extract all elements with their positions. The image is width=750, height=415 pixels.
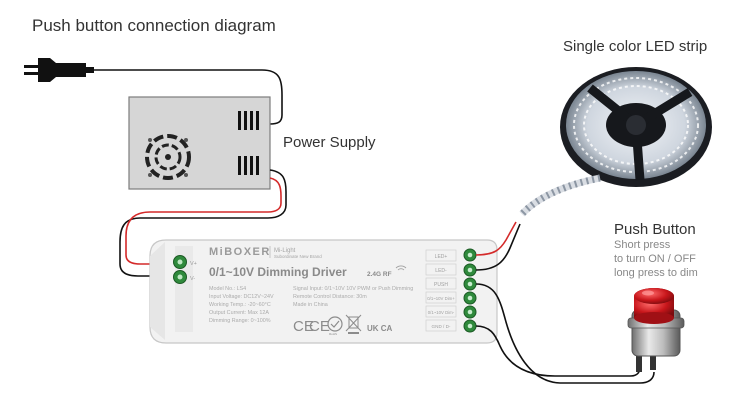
terminal-label-dim-minus: 0/1~10V Dim- (428, 310, 455, 315)
dc-wire-red-run (125, 211, 268, 265)
input-terminals: V+ V- (173, 255, 197, 284)
push-button-label: Push Button (614, 221, 696, 238)
led-strip-chips (519, 174, 601, 217)
push-button-note-3: long press to dim (614, 267, 698, 279)
input-label-v-plus: V+ (190, 261, 197, 267)
terminal-label-gnd: GND / D- (432, 324, 451, 329)
spec-line-1: Model No.: LS4 (209, 286, 246, 292)
push-button-note-2: to turn ON / OFF (614, 253, 696, 265)
driver-rf: 2.4G RF (367, 271, 392, 278)
driver-sub-brand: Mi-Light (274, 248, 296, 254)
rohs-icon: RoHS (327, 316, 343, 336)
ce-mark-1: CE (293, 318, 314, 335)
dc-wire-black (119, 169, 287, 277)
spec2-line-2: Remote Control Distance: 30m (293, 294, 367, 300)
push-button-note-1: Short press (614, 239, 671, 251)
led-wire-red (475, 221, 517, 256)
fan-icon (145, 134, 191, 180)
spec2-line-1: Signal Input: 0/1~10V 10V PWM or Push Di… (293, 286, 413, 292)
push-wire-black (475, 283, 655, 384)
led-strip-label: Single color LED strip (563, 38, 708, 55)
ce-mark-2: CE (309, 318, 330, 335)
driver-name: 0/1~10V Dimming Driver (209, 265, 347, 279)
power-supply-unit (128, 96, 271, 190)
spec-line-4: Output Current: Max 12A (209, 310, 269, 316)
ukca-mark: UK CA (367, 324, 393, 333)
terminal-label-push: PUSH (434, 282, 448, 288)
input-label-v-minus: V- (190, 276, 195, 282)
push-button-icon (627, 288, 685, 372)
spec-line-3: Working Temp.: -20~60°C (209, 302, 271, 308)
driver-sub-brand-tagline: Subordinate New Brand (274, 254, 322, 259)
vent-slots-bottom (238, 156, 259, 175)
terminal-block: LED+ LED- PUSH 0/1~10V Dim+ 0/1~10V Dim-… (425, 248, 477, 333)
spec-line-5: Dimming Range: 0~100% (209, 318, 271, 324)
gnd-wire-black (475, 325, 641, 377)
driver-brand: MiBOXER (209, 246, 271, 258)
terminal-label-led-minus: LED- (435, 268, 447, 274)
dimming-driver (149, 239, 498, 344)
power-plug-icon (24, 58, 94, 82)
vent-slots-top (238, 111, 259, 130)
spec2-line-3: Made in China (293, 302, 328, 308)
power-supply-label: Power Supply (283, 134, 376, 151)
diagram-title: Push button connection diagram (32, 16, 276, 35)
led-strip-reel (560, 67, 712, 187)
dc-wire-red (267, 177, 282, 213)
wireless-icon (395, 265, 407, 271)
led-wire-black (475, 223, 521, 271)
terminal-label-dim-plus: 0/1~10V Dim+ (427, 296, 455, 301)
rohs-label: RoHS (329, 332, 337, 336)
weee-bin-icon (345, 314, 362, 334)
ac-wire-black (94, 69, 283, 125)
spec-line-2: Input Voltage: DC12V~24V (209, 294, 274, 300)
terminal-label-led-plus: LED+ (435, 254, 448, 260)
